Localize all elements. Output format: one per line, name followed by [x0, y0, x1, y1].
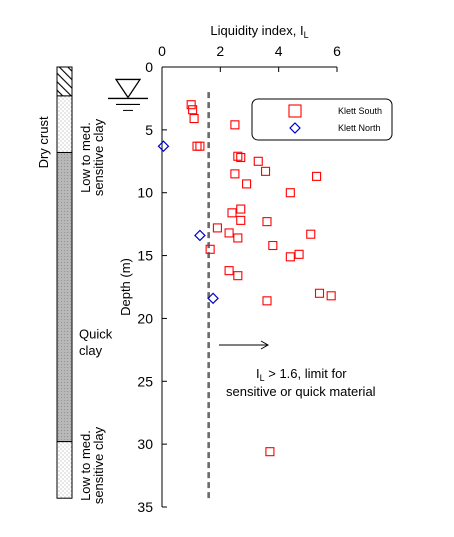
- lower-clay-label-line-1: Low to med.: [78, 430, 93, 501]
- data-points: [157, 100, 336, 457]
- data-point-square: [285, 188, 295, 198]
- data-point-square: [230, 169, 240, 179]
- data-point-diamond: [207, 292, 219, 305]
- data-point-square: [195, 141, 205, 151]
- y-axis-title: Depth (m): [118, 258, 133, 316]
- data-point-diamond: [194, 229, 206, 242]
- data-point-square: [212, 223, 222, 233]
- y-tick-label: 10: [137, 185, 153, 201]
- data-point-square: [260, 166, 271, 176]
- legend-label: Klett North: [338, 123, 381, 133]
- annotation-line-1: IL > 1.6, limit for: [256, 366, 347, 383]
- water-table-icon: [108, 78, 148, 111]
- annotation-symbol: I: [256, 366, 260, 381]
- data-point-square: [262, 217, 272, 227]
- data-point-square: [233, 233, 243, 243]
- lower-clay-label-line-2: sensitive clay: [91, 426, 106, 504]
- data-point-diamond: [157, 140, 170, 153]
- y-tick-label: 35: [137, 499, 153, 515]
- y-tick-label: 0: [145, 59, 153, 75]
- data-point-square: [233, 151, 243, 161]
- data-point-square: [314, 288, 325, 298]
- data-point-square: [227, 208, 237, 218]
- data-point-square: [326, 291, 336, 301]
- quick-clay-label-line-1: Quick: [79, 327, 113, 342]
- data-point-square: [306, 229, 316, 239]
- y-ticks: 0 5 10 15 20 25 30 35: [137, 59, 167, 515]
- upper-clay-label-line-1: Low to med.: [78, 122, 93, 193]
- data-point-square: [262, 296, 272, 306]
- x-tick-label: 6: [333, 43, 341, 59]
- x-ticks: 0 2 4 6: [158, 43, 341, 72]
- data-point-square: [236, 152, 246, 163]
- data-point-square: [253, 156, 263, 166]
- data-point-square: [265, 447, 275, 457]
- annotation-subscript: L: [260, 373, 265, 383]
- data-point-square: [188, 105, 198, 115]
- data-point-square: [205, 244, 215, 254]
- legend-box: [251, 98, 393, 141]
- water-table-triangle: [114, 78, 142, 99]
- data-point-square: [268, 240, 278, 251]
- dry-crust-label: Dry crust: [36, 116, 51, 168]
- x-axis-title-text: Liquidity index, I: [210, 23, 303, 38]
- legend-marker-square: [288, 104, 302, 118]
- annotation: IL > 1.6, limit for sensitive or quick m…: [219, 340, 376, 399]
- data-point-square: [230, 120, 240, 130]
- data-point-square: [236, 204, 246, 214]
- x-tick-label: 0: [158, 43, 166, 59]
- data-point-square: [186, 100, 196, 110]
- data-point-square: [189, 113, 199, 124]
- y-tick-label: 5: [145, 122, 153, 138]
- data-point-square: [224, 228, 234, 238]
- legend-label: Klett South: [338, 106, 382, 116]
- data-point-square: [285, 252, 295, 262]
- x-axis-title: Liquidity index, IL: [210, 23, 308, 40]
- x-tick-label: 2: [216, 43, 224, 59]
- data-point-square: [242, 179, 252, 189]
- upper-clay-label-line-2: sensitive clay: [91, 118, 106, 196]
- annotation-line-2: sensitive or quick material: [226, 384, 376, 399]
- soil-layer-dots: [56, 441, 73, 499]
- soil-layer-dots: [56, 95, 73, 153]
- y-tick-label: 20: [137, 310, 153, 326]
- y-tick-label: 30: [137, 436, 153, 452]
- data-point-square: [192, 141, 202, 151]
- data-point-square: [224, 266, 234, 276]
- annotation-rest: > 1.6, limit for: [265, 366, 348, 381]
- x-tick-label: 4: [275, 43, 283, 59]
- quick-clay-label-line-2: clay: [79, 343, 103, 358]
- soil-layer-gray: [56, 151, 73, 443]
- legend-marker-diamond: [289, 122, 301, 134]
- y-tick-label: 25: [137, 373, 153, 389]
- data-point-square: [294, 249, 304, 259]
- data-point-square: [236, 215, 246, 225]
- soil-layer-hatch: [56, 66, 73, 97]
- data-point-square: [312, 171, 322, 181]
- data-point-square: [233, 271, 243, 281]
- annotation-arrow-head: [260, 340, 270, 350]
- y-tick-label: 15: [137, 248, 153, 264]
- x-axis-title-subscript: L: [304, 30, 309, 40]
- plot-axes: [161, 66, 337, 507]
